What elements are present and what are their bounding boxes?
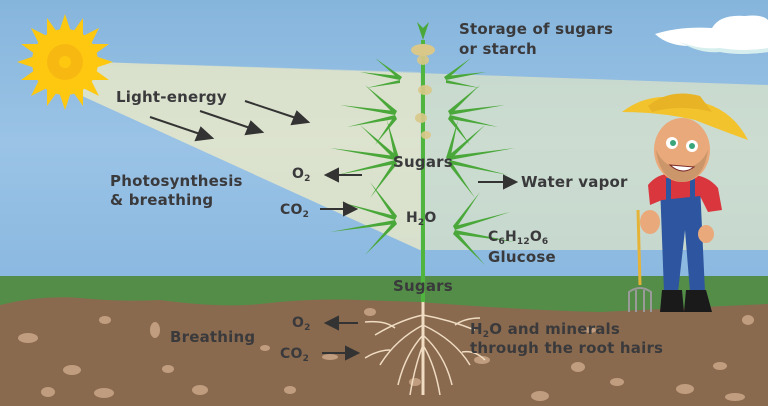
pitchfork-icon <box>628 209 652 312</box>
co2-top-label: CO2 <box>280 202 310 220</box>
soil-pebbles <box>18 308 754 401</box>
cloud-icon <box>655 15 768 54</box>
soil <box>0 297 768 406</box>
light-arrows <box>149 100 311 142</box>
photosynthesis-label-line1: Photosynthesis <box>110 172 243 190</box>
o2-bottom-label: O2 <box>292 315 311 333</box>
farmer-illustration <box>622 93 748 312</box>
gas-arrows <box>320 167 519 361</box>
breathing-label: Breathing <box>170 328 256 346</box>
sugars-top-label: Sugars <box>393 153 453 171</box>
co2-bottom-label: CO2 <box>280 346 310 364</box>
sugars-bottom-label: Sugars <box>393 277 453 295</box>
plant-illustration <box>330 22 515 265</box>
storage-label-line2: or starch <box>459 40 537 58</box>
glucose-formula-label: C6H12O6 <box>488 229 549 247</box>
sun-icon <box>17 14 113 110</box>
glucose-label: Glucose <box>488 248 556 266</box>
storage-label-line1: Storage of sugars <box>459 20 614 38</box>
root-system <box>364 302 486 396</box>
light-energy-label: Light-energy <box>116 88 227 106</box>
h2o-plant-label: H2O <box>406 210 437 228</box>
roots-label-line1: H2O and minerals <box>470 320 620 340</box>
roots-label-line2: through the root hairs <box>470 339 664 357</box>
water-vapor-label: Water vapor <box>521 173 628 191</box>
photosynthesis-label-line2: & breathing <box>110 191 214 209</box>
o2-top-label: O2 <box>292 166 311 184</box>
